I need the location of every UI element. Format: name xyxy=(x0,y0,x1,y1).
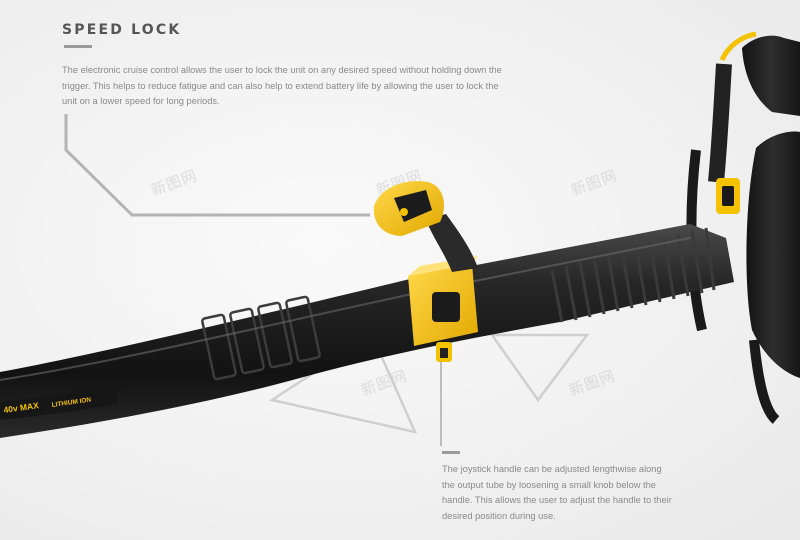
speed-lock-title: SPEED LOCK xyxy=(62,22,182,38)
joystick-section-marker xyxy=(442,451,460,454)
blower-tube xyxy=(0,224,734,438)
backpack xyxy=(686,31,800,424)
battery-label-band: 40v MAX LITHIUM ION xyxy=(0,384,118,420)
handle-clamp xyxy=(408,256,478,362)
battery-label: 40v MAX xyxy=(3,400,40,415)
joystick-handle xyxy=(373,181,478,272)
nozzle-emboss xyxy=(201,295,321,381)
title-underline xyxy=(64,45,92,48)
corrugated-hose xyxy=(550,227,716,323)
speed-lock-callout-line xyxy=(64,114,370,217)
joystick-description: The joystick handle can be adjusted leng… xyxy=(442,464,672,521)
decor-triangle-right xyxy=(489,333,590,403)
speed-lock-description: The electronic cruise control allows the… xyxy=(62,65,502,106)
